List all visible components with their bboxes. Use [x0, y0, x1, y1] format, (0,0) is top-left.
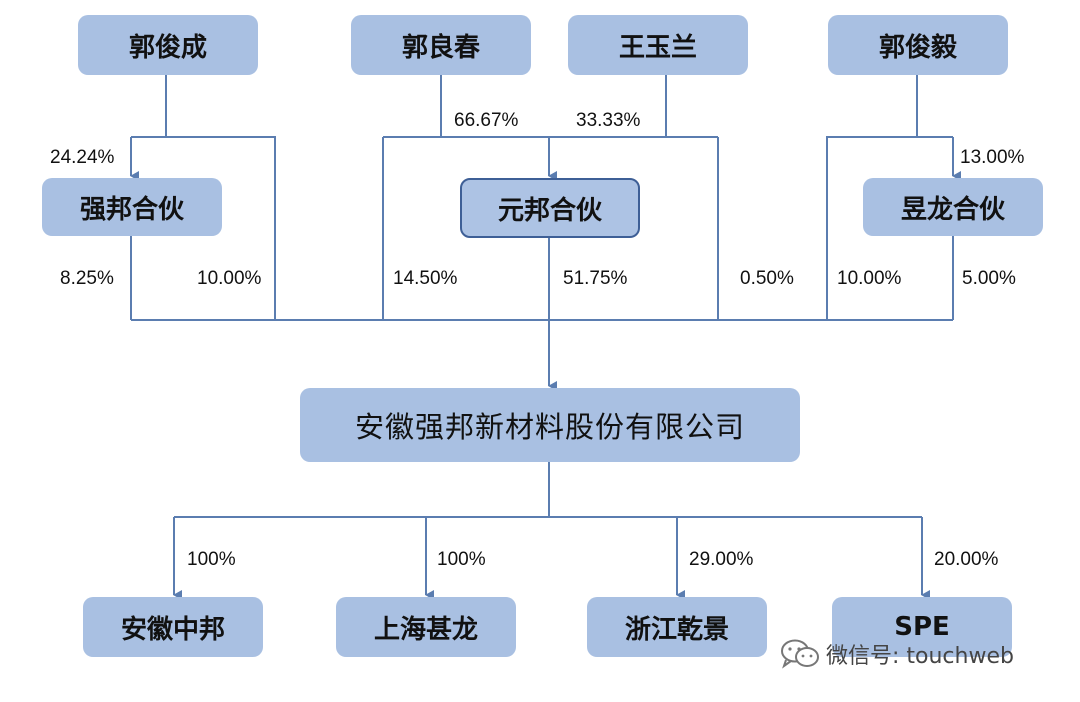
shareholder-wang-yulan: 王玉兰	[568, 15, 748, 75]
pct-company-to-shenlong: 100%	[437, 549, 486, 570]
subsidiary-shanghai-shenlong: 上海甚龙	[336, 597, 516, 657]
shareholder-guo-liangchun: 郭良春	[351, 15, 531, 75]
pct-company-to-zhongbang: 100%	[187, 549, 236, 570]
partnership-yulong: 昱龙合伙	[863, 178, 1043, 236]
pct-yuanbang-to-company: 51.75%	[563, 268, 628, 289]
subsidiary-zhejiang-qianjing: 浙江乾景	[587, 597, 767, 657]
pct-company-to-qianjing: 29.00%	[689, 549, 754, 570]
pct-juncheng-to-qiangbang: 24.24%	[50, 147, 115, 168]
wechat-icon	[781, 639, 819, 669]
partnership-qiangbang: 强邦合伙	[42, 178, 222, 236]
pct-juncheng-to-company: 10.00%	[197, 268, 262, 289]
pct-junyi-to-company: 10.00%	[837, 268, 902, 289]
partnership-yuanbang: 元邦合伙	[460, 178, 640, 238]
subsidiary-spe: SPE	[832, 597, 1012, 657]
pct-qiangbang-to-company: 8.25%	[60, 268, 114, 289]
shareholder-guo-juncheng: 郭俊成	[78, 15, 258, 75]
main-company: 安徽强邦新材料股份有限公司	[300, 388, 800, 462]
pct-yulan-to-company: 0.50%	[740, 268, 794, 289]
pct-yulan-to-yuanbang: 33.33%	[576, 110, 641, 131]
pct-liangchun-to-yuanbang: 66.67%	[454, 110, 519, 131]
watermark-text: 微信号: touchweb	[826, 644, 1014, 669]
pct-junyi-to-yulong: 13.00%	[960, 147, 1025, 168]
wechat-watermark: 微信号: touchweb	[780, 638, 1014, 670]
pct-yulong-to-company: 5.00%	[962, 268, 1016, 289]
subsidiary-anhui-zhongbang: 安徽中邦	[83, 597, 263, 657]
shareholder-guo-junyi: 郭俊毅	[828, 15, 1008, 75]
pct-liangchun-to-company: 14.50%	[393, 268, 458, 289]
pct-company-to-spe: 20.00%	[934, 549, 999, 570]
